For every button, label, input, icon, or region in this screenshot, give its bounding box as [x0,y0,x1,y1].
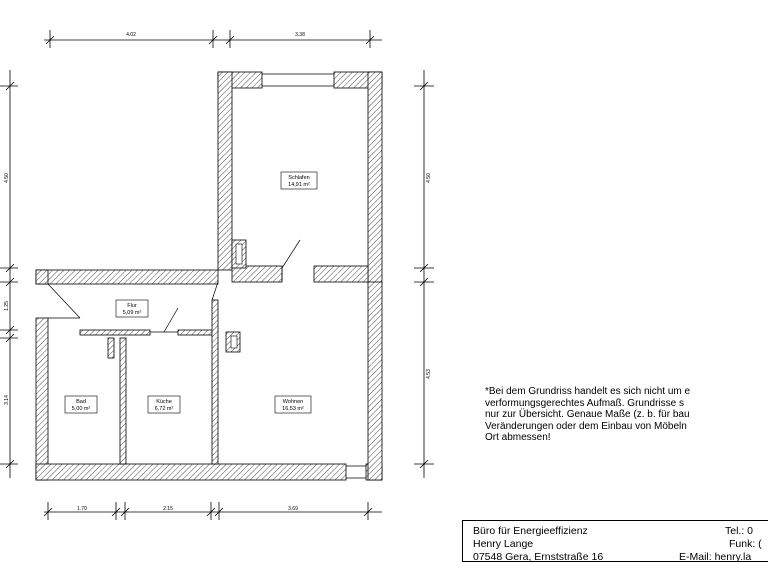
wall-bottom-left [35,463,347,481]
disclaimer-line-4: Veränderungen oder dem Einbau von Möbeln [485,420,687,432]
dim-top-left: 4.02 [126,32,136,38]
dim-right-1: 4.50 [426,173,432,183]
svg-text:14,91 m²: 14,91 m² [288,182,310,188]
company-name: Büro für Energieeffizienz [473,525,588,537]
wall-cutouts [230,243,243,349]
room-label-wohnen: Wohnen 16,53 m² [274,395,312,414]
disclaimer-line-2: verformungsgerechtes Aufmaß. Grundrisse … [485,397,684,409]
dim-bottom-2: 2.15 [163,506,173,512]
wall-interior-hall-bath [79,329,151,336]
contact-tel: Tel.: 0 [725,525,754,537]
svg-text:5,09 m²: 5,09 m² [123,310,142,316]
wall-hall-top [35,269,219,285]
wall-interior-bath-kitchen [119,337,127,465]
contact-name: Henry Lange [473,538,534,550]
dim-top-right: 3.38 [295,32,305,38]
dim-left-1: 4.50 [4,173,10,183]
disclaimer-line-1: *Bei dem Grundriss handelt es sich nicht… [485,386,691,397]
svg-text:5,00 m²: 5,00 m² [72,406,91,412]
windows [262,73,366,479]
wall-left-outer [35,317,49,481]
dim-left-2: 1.25 [4,301,10,311]
svg-text:16,53 m²: 16,53 m² [282,406,304,412]
dim-bottom-1: 1.70 [77,506,87,512]
svg-text:Wohnen: Wohnen [283,399,303,405]
dim-bottom-3: 3.69 [288,506,298,512]
wall-interior-bath-stub [107,337,115,359]
room-label-schlafen: Schlafen 14,91 m² [280,171,318,190]
wall-bedroom-right [367,71,383,285]
room-label-flur: Flur 5,09 m² [115,299,149,318]
contact-info-box: Büro für Energieeffizienz Henry Lange 07… [462,520,768,563]
disclaimer-note: *Bei dem Grundriss handelt es sich nicht… [485,386,768,444]
disclaimer-line-3: nur zur Übersicht. Genaue Maße (z. b. fü… [485,409,690,421]
door-swings [47,239,301,333]
wall-left-outer-top [35,269,49,285]
dim-right-2: 4.53 [426,369,432,379]
contact-email: E-Mail: henry.la [679,551,752,563]
room-label-bad: Bad 5,00 m² [64,395,98,414]
dimension-lines [0,30,434,520]
contact-funk: Funk: ( [729,538,762,550]
floor-plan: 4.02 3.38 1.70 2.15 3.69 4.50 1.25 3.14 … [0,30,434,520]
dim-left-3: 3.14 [4,395,10,405]
wall-interior-kitchen-top [177,329,215,336]
wall-right-lower [367,281,383,481]
wall-bedroom-left [217,71,233,271]
svg-text:Schlafen: Schlafen [288,175,309,181]
wall-bedroom-bottom-right [313,265,369,283]
svg-text:Küche: Küche [156,399,172,405]
disclaimer-line-5: Ort abmessen! [485,432,551,444]
svg-text:Bad: Bad [76,399,86,405]
wall-interior-kitchen-living [211,299,219,465]
room-label-kueche: Küche 6,72 m² [147,395,181,414]
svg-text:6,72 m²: 6,72 m² [155,406,174,412]
svg-text:Flur: Flur [127,303,137,309]
contact-address: 07548 Gera, Ernststraße 16 [473,551,604,563]
walls [35,71,383,481]
